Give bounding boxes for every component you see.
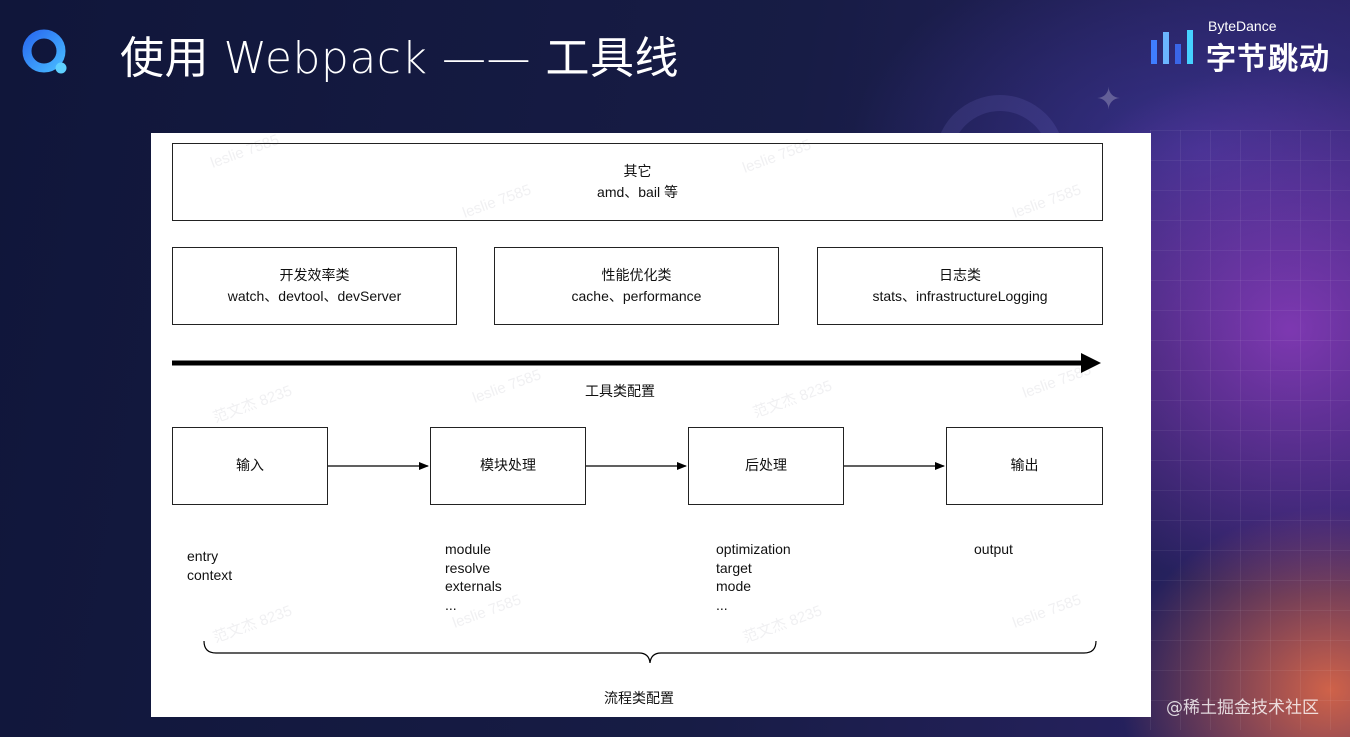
logging-title: 日志类 — [939, 268, 981, 284]
page-title: 使用 Webpack —— 工具线 — [120, 33, 679, 84]
input-config-list: entry context — [187, 547, 232, 584]
config-item: context — [187, 566, 233, 583]
logging-box: 日志类 stats、infrastructureLogging — [817, 247, 1103, 325]
flow-box-input-title: 输入 — [236, 458, 264, 474]
flow-box-postprocess: 后处理 — [688, 427, 844, 505]
q-logo-icon — [22, 29, 67, 74]
bytedance-bars-icon — [1151, 30, 1193, 64]
dev-efficiency-title: 开发效率类 — [279, 268, 350, 284]
performance-box: 性能优化类 cache、performance — [494, 247, 779, 325]
config-item: externals — [445, 578, 502, 594]
performance-title: 性能优化类 — [601, 268, 672, 284]
brand-chinese: 字节跳动 — [1206, 42, 1330, 77]
other-config-title: 其它 — [623, 164, 652, 180]
bytedance-logo: ByteDance 字节跳动 — [1150, 16, 1340, 77]
config-item: mode — [716, 578, 752, 594]
config-item: ... — [716, 596, 728, 613]
flow-brace — [203, 640, 1097, 664]
flow-config-label: 流程类配置 — [604, 691, 674, 707]
performance-items: cache、performance — [571, 288, 702, 304]
config-item: optimization — [716, 541, 791, 557]
diagram-canvas: leslie 7585 leslie 7585 leslie 7585 lesl… — [151, 131, 1151, 717]
flow-box-module: 模块处理 — [430, 427, 586, 505]
tool-axis-arrowhead — [1081, 353, 1101, 373]
config-item: target — [716, 559, 752, 576]
footer-credit: @稀土掘金技术社区 — [1166, 698, 1319, 718]
brand-english: ByteDance — [1208, 18, 1277, 34]
flow-box-output: 输出 — [946, 427, 1103, 505]
config-item: entry — [187, 548, 219, 564]
other-config-items: amd、bail 等 — [597, 184, 678, 200]
module-config-list: module resolve externals ... — [445, 540, 502, 614]
flow-box-module-title: 模块处理 — [480, 458, 536, 474]
config-item: module — [445, 541, 491, 557]
dev-efficiency-items: watch、devtool、devServer — [227, 288, 402, 304]
background-grid — [1150, 130, 1350, 730]
logging-items: stats、infrastructureLogging — [872, 288, 1048, 304]
postprocess-config-list: optimization target mode ... — [716, 540, 791, 614]
tool-config-label: 工具类配置 — [585, 384, 655, 400]
config-item: ... — [445, 596, 457, 613]
flow-box-output-title: 输出 — [1010, 458, 1039, 474]
sparkle-icon: ✦ — [1096, 82, 1122, 117]
other-config-box: 其它 amd、bail 等 — [172, 143, 1103, 221]
diagram-lines — [172, 353, 1101, 664]
config-item: resolve — [445, 559, 491, 576]
config-item: output — [974, 541, 1013, 557]
flow-box-postprocess-title: 后处理 — [745, 458, 787, 474]
output-config-list: output — [974, 540, 1013, 559]
flow-box-input: 输入 — [172, 427, 328, 505]
dev-efficiency-box: 开发效率类 watch、devtool、devServer — [172, 247, 457, 325]
